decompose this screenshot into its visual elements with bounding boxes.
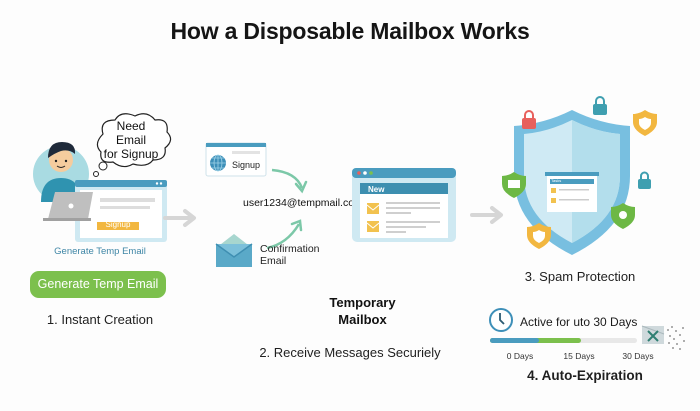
- signup-card-label: Signup: [232, 160, 261, 170]
- tasks-window: [545, 172, 599, 212]
- thought-bubble: [93, 113, 172, 177]
- arrow-right-icon: [163, 209, 196, 227]
- step3-illustration: [502, 96, 657, 255]
- generate-temp-email-button[interactable]: Generate Temp Email: [30, 271, 166, 298]
- envelope-icon: [215, 234, 253, 267]
- curved-arrow-down: [271, 168, 304, 189]
- expired-mail-icon: [641, 325, 685, 350]
- mail-item-icon: [366, 203, 380, 214]
- badge-shield-green-icon: [611, 203, 635, 229]
- arrow-right-icon: [470, 206, 503, 224]
- clock-icon: [489, 308, 513, 332]
- thought-bubble-text: Need Email for Signup: [103, 119, 159, 161]
- tick-30-days: 30 Days: [622, 351, 654, 361]
- lock-icon-red: [522, 110, 536, 129]
- step2-illustration: [205, 142, 308, 267]
- tasks-window-header: Tasks: [551, 178, 562, 183]
- step2-label: 2. Receive Messages Securiely: [259, 345, 441, 360]
- tick-0-days: 0 Days: [506, 351, 534, 361]
- temporary-mailbox-title: Temporary Mailbox: [329, 295, 396, 327]
- step3-label: 3. Spam Protection: [524, 269, 636, 284]
- curved-arrow-up: [266, 223, 301, 250]
- step1-label: 1. Instant Creation: [46, 312, 154, 327]
- tick-15-days: 15 Days: [563, 351, 595, 361]
- lock-icon-teal: [593, 96, 607, 115]
- badge-shield-yellow-icon: [527, 223, 551, 249]
- page-title: How a Disposable Mailbox Works: [170, 18, 530, 44]
- badge-shield-mail-icon: [502, 172, 526, 198]
- active-duration-text: Active for uto 30 Days: [520, 315, 638, 329]
- inbox-window: [352, 168, 456, 242]
- expiration-progress-bar: [490, 338, 637, 343]
- mail-item-icon: [366, 221, 380, 232]
- lock-icon-teal: [638, 171, 651, 189]
- laptop-icon: [43, 192, 93, 221]
- badge-shield-yellow-icon: [633, 110, 657, 136]
- window-signup-label: Signup: [105, 220, 131, 229]
- progress-fill-blue: [490, 338, 539, 343]
- globe-icon: [210, 154, 226, 172]
- generate-temp-email-caption: Generate Temp Email: [54, 246, 146, 257]
- browser-window: [75, 180, 167, 242]
- step4-label: 4. Auto-Expiration: [527, 368, 643, 383]
- temp-email-address[interactable]: user1234@tempmail.co: [243, 197, 355, 209]
- step1-illustration: [33, 113, 172, 242]
- confirmation-email-label: Confirmation Email: [260, 243, 320, 267]
- inbox-header: New: [368, 185, 385, 194]
